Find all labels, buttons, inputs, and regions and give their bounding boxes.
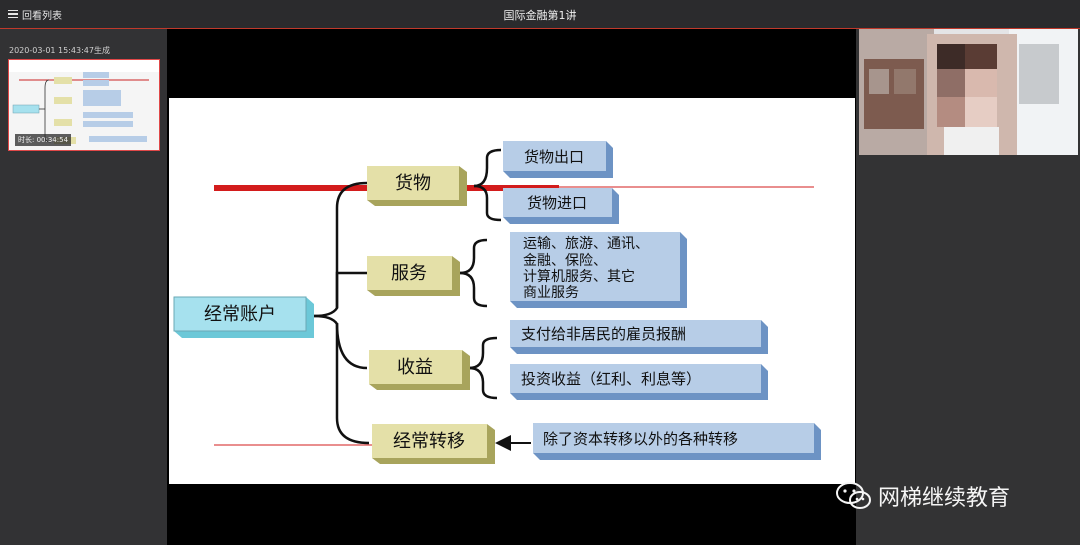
svg-text:除了资本转移以外的各种转移: 除了资本转移以外的各种转移 (543, 430, 738, 448)
top-bar: 回看列表 国际金融第1讲 (0, 0, 1080, 29)
leaf-employee-compensation: 支付给非居民的雇员报酬 (510, 320, 768, 354)
svg-text:运输、旅游、通讯、: 运输、旅游、通讯、 (523, 236, 649, 252)
node-current-transfers: 经常转移 (372, 424, 495, 464)
camera-feed (859, 29, 1078, 155)
svg-text:货物出口: 货物出口 (524, 148, 584, 166)
watermark: 网梯继续教育 (836, 480, 1010, 512)
replay-duration: 时长: 00:34:54 (15, 134, 72, 146)
leaf-other-transfers: 除了资本转移以外的各种转移 (533, 423, 821, 460)
replay-thumbnail[interactable]: 时长: 00:34:54 (8, 59, 160, 151)
svg-text:服务: 服务 (391, 263, 427, 284)
replay-generated-time: 2020-03-01 15:43:47生成 (9, 46, 110, 55)
svg-text:计算机服务、其它: 计算机服务、其它 (523, 268, 635, 285)
node-income: 收益 (369, 350, 470, 390)
teacher-camera (859, 29, 1078, 155)
watermark-text: 网梯继续教育 (878, 486, 1011, 511)
svg-text:货物: 货物 (395, 173, 431, 194)
leaf-investment-income: 投资收益（红利、利息等） (510, 364, 768, 400)
svg-text:商业服务: 商业服务 (523, 285, 579, 301)
lecture-title: 国际金融第1讲 (503, 9, 577, 22)
menu-icon (8, 8, 18, 21)
replay-list-button[interactable]: 回看列表 (8, 6, 62, 22)
svg-text:经常转移: 经常转移 (393, 431, 465, 452)
svg-text:支付给非居民的雇员报酬: 支付给非居民的雇员报酬 (521, 325, 686, 343)
node-services: 服务 (367, 256, 460, 296)
node-goods: 货物 (367, 166, 467, 206)
svg-text:投资收益（红利、利息等）: 投资收益（红利、利息等） (521, 370, 701, 388)
mindmap-diagram: 经常账户 货物 服务 收益 经常转移 货物出口 (173, 141, 821, 464)
leaf-goods-import: 货物进口 (503, 188, 619, 224)
mindmap-connectors (313, 148, 502, 445)
node-root-label: 经常账户 (204, 304, 276, 325)
leaf-goods-export: 货物出口 (503, 141, 613, 178)
svg-text:收益: 收益 (397, 357, 433, 378)
svg-text:货物进口: 货物进口 (527, 194, 587, 212)
node-current-account: 经常账户 (173, 296, 314, 338)
leaf-services-list: 运输、旅游、通讯、 金融、保险、 计算机服务、其它 商业服务 (510, 232, 687, 308)
svg-text:金融、保险、: 金融、保险、 (523, 253, 607, 269)
wechat-icon (836, 482, 871, 509)
slide-content: 经常账户 货物 服务 收益 经常转移 货物出口 (169, 98, 855, 484)
replay-list-label: 回看列表 (22, 10, 62, 22)
replay-sidebar: 2020-03-01 15:43:47生成 时长: 00:34:54 (0, 29, 167, 545)
